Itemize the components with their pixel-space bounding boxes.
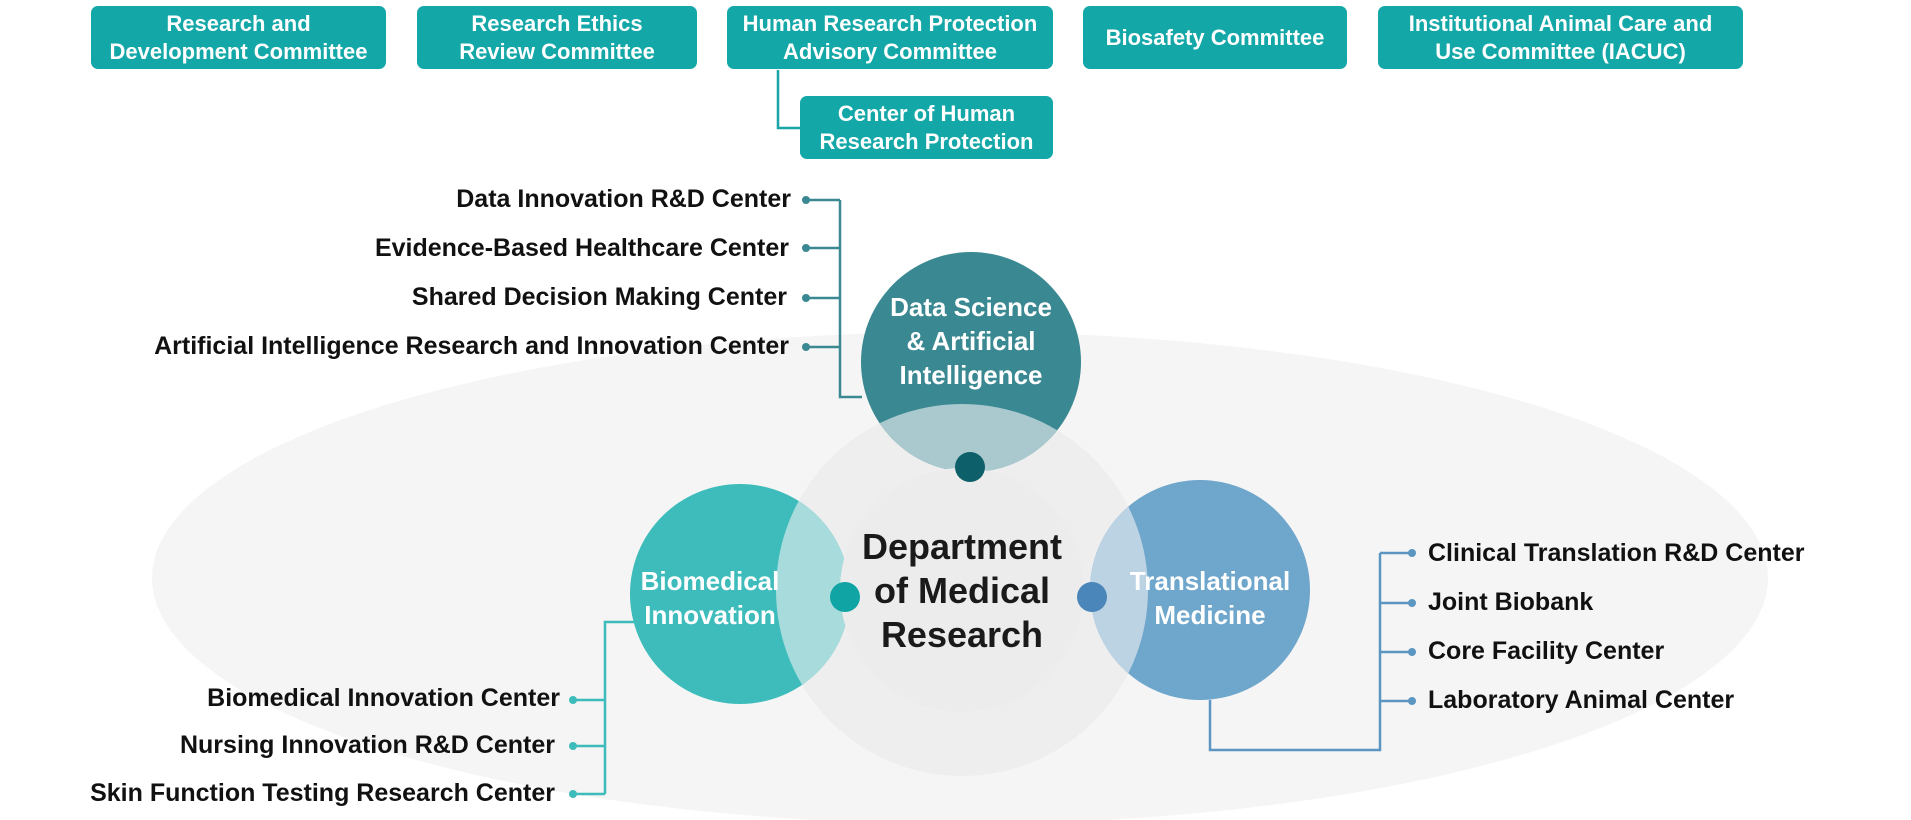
ds-center-label: Artificial Intelligence Research and Inn… — [154, 332, 789, 360]
translational-line1: Translational — [1129, 566, 1291, 596]
translational-dot — [1077, 582, 1107, 612]
chrp-line1: Center of Human — [837, 100, 1016, 126]
bullet-dot — [1408, 549, 1416, 557]
data-science-bullets — [802, 196, 810, 351]
bio-center-label: Skin Function Testing Research Center — [90, 779, 555, 807]
data-science-line1: Data Science — [890, 292, 1052, 322]
department-circle — [840, 468, 1084, 712]
biomedical-title: Biomedical Innovation — [610, 564, 810, 632]
bullet-dot — [1408, 599, 1416, 607]
bullet-dot — [569, 742, 577, 750]
ds-center-label: Evidence-Based Healthcare Center — [374, 234, 789, 262]
bullet-dot — [802, 343, 810, 351]
committee-rd-line1: Research and — [166, 10, 311, 36]
data-science-dot — [955, 452, 985, 482]
translational-bullets — [1408, 549, 1416, 705]
data-science-line3: Intelligence — [899, 360, 1043, 390]
trans-center-label: Core Facility Center — [1428, 637, 1665, 665]
bullet-dot — [1408, 697, 1416, 705]
bullet-dot — [569, 696, 577, 704]
committee-connector — [776, 70, 805, 130]
trans-center-label: Clinical Translation R&D Center — [1428, 539, 1805, 567]
chrp-line2: Research Protection — [819, 128, 1034, 154]
data-science-title: Data Science & Artificial Intelligence — [871, 290, 1071, 392]
committee-hrp-line2: Advisory Committee — [783, 38, 997, 64]
department-line2: of Medical — [873, 570, 1051, 611]
translational-circle — [1090, 480, 1310, 700]
committee-hrp-line1: Human Research Protection — [742, 10, 1038, 36]
department-line3: Research — [880, 614, 1044, 655]
trans-center-label: Laboratory Animal Center — [1428, 686, 1735, 714]
bio-center-label: Nursing Innovation R&D Center — [179, 731, 555, 759]
committee-iacuc-line1: Institutional Animal Care and — [1408, 10, 1713, 36]
committee-ethics-line1: Research Ethics — [471, 10, 643, 36]
bullet-dot — [802, 244, 810, 252]
ds-center-label: Shared Decision Making Center — [411, 283, 787, 311]
translational-line2: Medicine — [1154, 600, 1266, 630]
bullet-dot — [569, 790, 577, 798]
data-science-connectors — [806, 198, 862, 399]
biomedical-dot — [830, 582, 860, 612]
department-line1: Department — [861, 526, 1063, 567]
committee-rd-line2: Development Committee — [109, 38, 368, 64]
committee-iacuc-line2: Use Committee (IACUC) — [1435, 38, 1686, 64]
bio-center-label: Biomedical Innovation Center — [207, 684, 560, 712]
biomedical-connectors — [573, 620, 640, 796]
bullet-dot — [802, 196, 810, 204]
biomedical-line1: Biomedical — [640, 566, 780, 596]
data-science-line2: & Artificial — [906, 326, 1036, 356]
biomedical-bullets — [569, 696, 577, 798]
committee-ethics-line2: Review Committee — [459, 38, 655, 64]
trans-center-label: Joint Biobank — [1428, 588, 1594, 616]
ds-center-label: Data Innovation R&D Center — [456, 185, 791, 213]
bullet-dot — [802, 294, 810, 302]
committee-biosafety-line1: Biosafety Committee — [1105, 24, 1325, 50]
translational-connectors — [1208, 551, 1412, 752]
bullet-dot — [1408, 648, 1416, 656]
committee-biosafety: Biosafety Committee — [1083, 6, 1347, 69]
department-title: Department of Medical Research — [842, 525, 1082, 657]
translational-title: Translational Medicine — [1110, 564, 1310, 632]
biomedical-line2: Innovation — [644, 600, 776, 630]
